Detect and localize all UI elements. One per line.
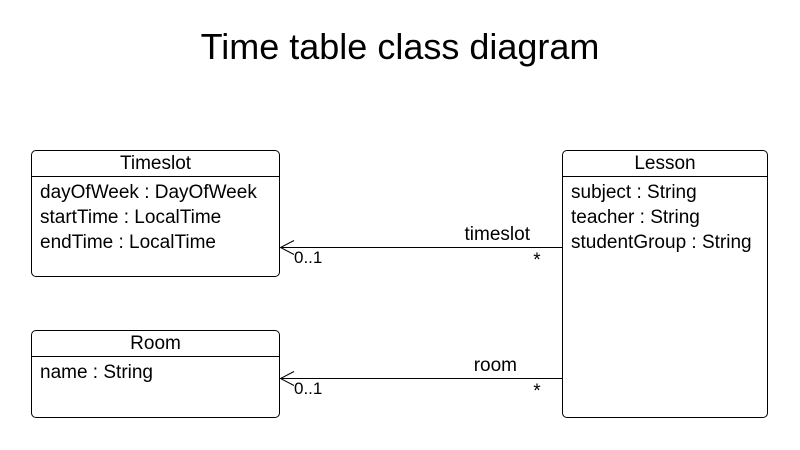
attribute-starttime: startTime : LocalTime (40, 207, 222, 228)
association-lesson-room (279, 371, 562, 386)
class-attrs-room: name : String (32, 357, 279, 385)
multiplicity-timeslot-source: * (533, 250, 541, 271)
attribute-studentgroup: studentGroup : String (571, 232, 752, 253)
class-name-room: Room (32, 331, 279, 357)
attribute-endtime: endTime : LocalTime (40, 232, 216, 253)
class-name-lesson: Lesson (563, 151, 767, 177)
open-arrowhead-room (279, 371, 295, 386)
multiplicity-room-source: * (533, 381, 541, 402)
diagram-title: Time table class diagram (200, 26, 600, 67)
class-attrs-timeslot: dayOfWeek : DayOfWeek startTime : LocalT… (32, 177, 279, 255)
attribute-teacher: teacher : String (571, 207, 700, 228)
association-label-room: room (473, 355, 517, 376)
attribute-dayofweek: dayOfWeek : DayOfWeek (40, 182, 257, 203)
attribute-subject: subject : String (571, 182, 697, 203)
class-attrs-lesson: subject : String teacher : String studen… (563, 177, 767, 255)
class-box-lesson: Lesson subject : String teacher : String… (562, 150, 768, 418)
class-box-room: Room name : String (31, 330, 280, 418)
attribute-name: name : String (40, 362, 153, 383)
class-name-timeslot: Timeslot (32, 151, 279, 177)
multiplicity-room-target: 0..1 (294, 379, 323, 398)
association-label-timeslot: timeslot (464, 224, 530, 245)
open-arrowhead-timeslot (279, 240, 295, 255)
multiplicity-timeslot-target: 0..1 (294, 248, 323, 267)
class-box-timeslot: Timeslot dayOfWeek : DayOfWeek startTime… (31, 150, 280, 277)
